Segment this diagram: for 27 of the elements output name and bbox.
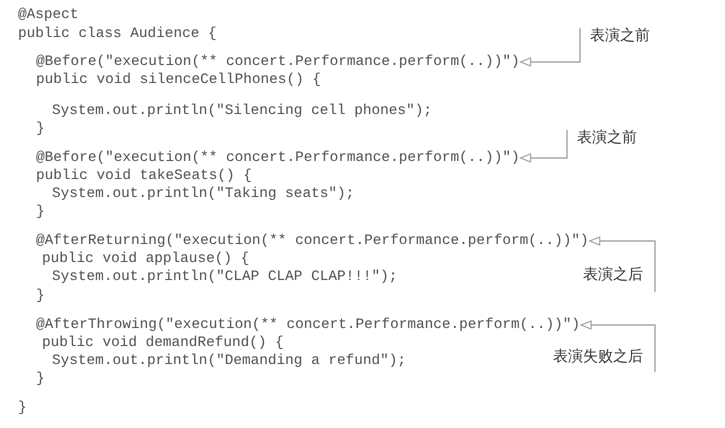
code-line: System.out.println("Taking seats");: [52, 185, 354, 203]
code-line: }: [36, 287, 45, 305]
callout-label: 表演之前: [580, 24, 670, 46]
callout-label: 表演之前: [567, 126, 657, 148]
code-line: System.out.println("CLAP CLAP CLAP!!!");: [52, 268, 398, 286]
callout-label: 表演之后: [570, 252, 655, 296]
code-line: public void demandRefund() {: [42, 334, 284, 352]
code-line: public class Audience {: [18, 25, 217, 43]
code-line: }: [36, 370, 45, 388]
callout-label: 表演失败之后: [520, 336, 655, 376]
leader-line: [520, 130, 568, 162]
code-annotation: @AfterReturning("execution(** concert.Performance.perform(..))"): [36, 232, 589, 250]
code-line: }: [36, 203, 45, 221]
leader-line: [580, 320, 656, 372]
code-annotation: @AfterThrowing("execution(** concert.Performance.perform(..))"): [36, 316, 580, 334]
code-annotation: @Before("execution(** concert.Performance.perform(..))"): [36, 53, 520, 71]
code-line: System.out.println("Silencing cell phones");: [52, 102, 432, 120]
code-annotation: @Before("execution(** concert.Performance.perform(..))"): [36, 149, 520, 167]
code-line: public void silenceCellPhones() {: [36, 71, 321, 89]
code-line: }: [36, 120, 45, 138]
code-line: public void takeSeats() {: [36, 167, 252, 185]
code-line: @Aspect: [18, 6, 78, 24]
code-line: }: [18, 399, 27, 417]
leader-line: [589, 236, 656, 292]
code-line: System.out.println("Demanding a refund");: [52, 352, 406, 370]
code-line: public void applause() {: [42, 250, 250, 268]
leader-line: [520, 28, 581, 66]
